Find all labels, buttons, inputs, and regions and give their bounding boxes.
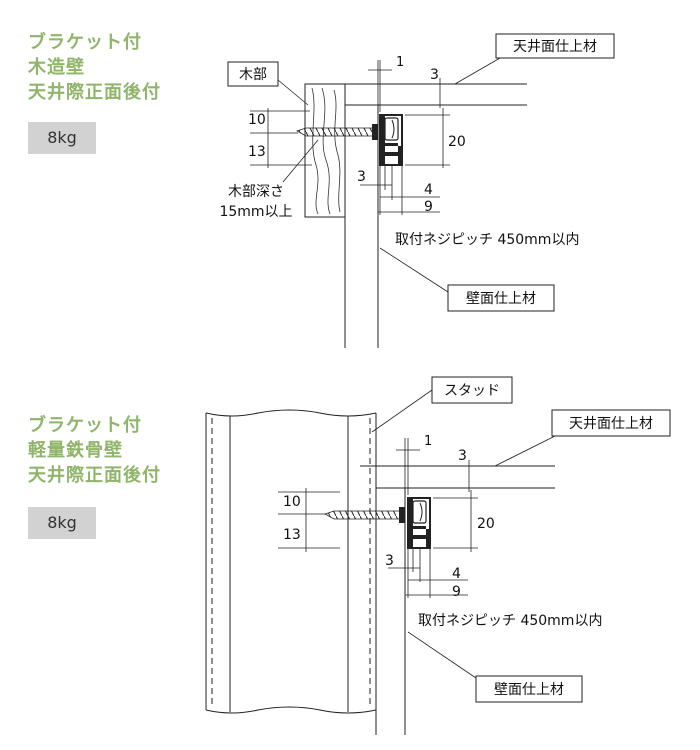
section1-title: ブラケット付 木造壁 天井際正面後付 <box>28 30 161 105</box>
s1-wall-label: 壁面仕上材 <box>466 291 536 307</box>
s1-pitch-label: 取付ネジピッチ 450mm以内 <box>395 232 579 248</box>
s2-ceiling-label: 天井面仕上材 <box>569 416 653 432</box>
section1-title-line2: 木造壁 <box>28 57 85 78</box>
s2-dim-20-lines <box>433 490 478 552</box>
s1-wall-leader <box>379 247 449 293</box>
s2-dim-3top-lines <box>464 460 474 492</box>
s2-pitch-label: 取付ネジピッチ 450mm以内 <box>418 613 602 629</box>
s1-ceiling-leader <box>454 57 501 85</box>
section2-diagram: 10 13 20 3 1 <box>205 376 671 735</box>
section1-diagram: 10 13 20 3 1 <box>219 33 615 348</box>
s1-depth-leader <box>282 139 319 183</box>
s2-dim-3: 3 <box>385 553 394 569</box>
section2-title-line2: 軽量鉄骨壁 <box>28 440 123 461</box>
s2-stud-leader <box>371 389 433 433</box>
s2-dim-3top: 3 <box>458 448 467 464</box>
s1-dim-bottom-lines <box>360 165 440 215</box>
section2-title: ブラケット付 軽量鉄骨壁 天井際正面後付 <box>28 413 161 488</box>
s2-dim-13: 13 <box>283 527 301 543</box>
s2-dim-10: 10 <box>283 494 301 510</box>
s1-dim-4: 4 <box>424 182 433 198</box>
s2-stud-label-box <box>431 376 513 404</box>
s2-stud <box>205 409 377 714</box>
s2-dim-1-lines <box>396 438 420 495</box>
s2-stud-label: スタッド <box>444 383 500 399</box>
s1-dim-3: 3 <box>357 169 366 185</box>
s1-bracket-profile <box>379 114 403 166</box>
s1-dim-3top: 3 <box>430 67 439 83</box>
s1-wood-grain <box>311 87 341 215</box>
s2-screw <box>324 507 406 523</box>
s1-wall-label-box <box>447 284 555 312</box>
s2-dim-9: 9 <box>452 584 461 600</box>
s2-ceiling-leader <box>494 435 556 467</box>
section1-title-line3: 天井際正面後付 <box>28 82 161 103</box>
s2-wall-leader <box>407 631 477 679</box>
s1-dim-1: 1 <box>396 55 404 70</box>
s1-dim-13: 13 <box>248 144 266 160</box>
s1-wood-leader <box>277 79 309 106</box>
s1-dim-20-lines <box>405 108 450 168</box>
s1-dim-3top-lines <box>435 78 445 108</box>
s2-ceiling-label-box <box>551 409 671 437</box>
s1-dim-9: 9 <box>424 199 433 215</box>
s1-depth-label-2: 15mm以上 <box>219 204 292 220</box>
s2-wall-label: 壁面仕上材 <box>494 682 564 698</box>
s2-dim-20: 20 <box>477 516 495 532</box>
s1-wood-label: 木部 <box>239 67 267 83</box>
s2-dim-1: 1 <box>424 434 432 449</box>
s2-bracket-profile <box>407 497 431 549</box>
s1-ceiling-label-box <box>495 33 615 59</box>
s2-dim-4: 4 <box>452 566 461 582</box>
s2-dim-bottom-lines <box>388 548 468 598</box>
s2-dim-left <box>278 488 340 552</box>
s2-wall-label-box <box>475 675 583 703</box>
s1-dim-1-lines <box>368 60 392 112</box>
section2-title-line3: 天井際正面後付 <box>28 465 161 486</box>
section1-weight-badge: 8kg <box>28 122 96 154</box>
section2-title-line1: ブラケット付 <box>28 415 142 436</box>
s1-wood-label-box <box>227 61 279 87</box>
s1-dim-10: 10 <box>248 112 266 128</box>
s1-dim-left <box>250 108 312 168</box>
s1-depth-label-1: 木部深さ <box>228 184 284 200</box>
section2-weight-badge: 8kg <box>28 507 96 539</box>
s1-dim-20: 20 <box>448 134 466 150</box>
s1-ceiling-label: 天井面仕上材 <box>513 39 597 55</box>
s1-screw <box>296 124 379 140</box>
section1-title-line1: ブラケット付 <box>28 32 142 53</box>
